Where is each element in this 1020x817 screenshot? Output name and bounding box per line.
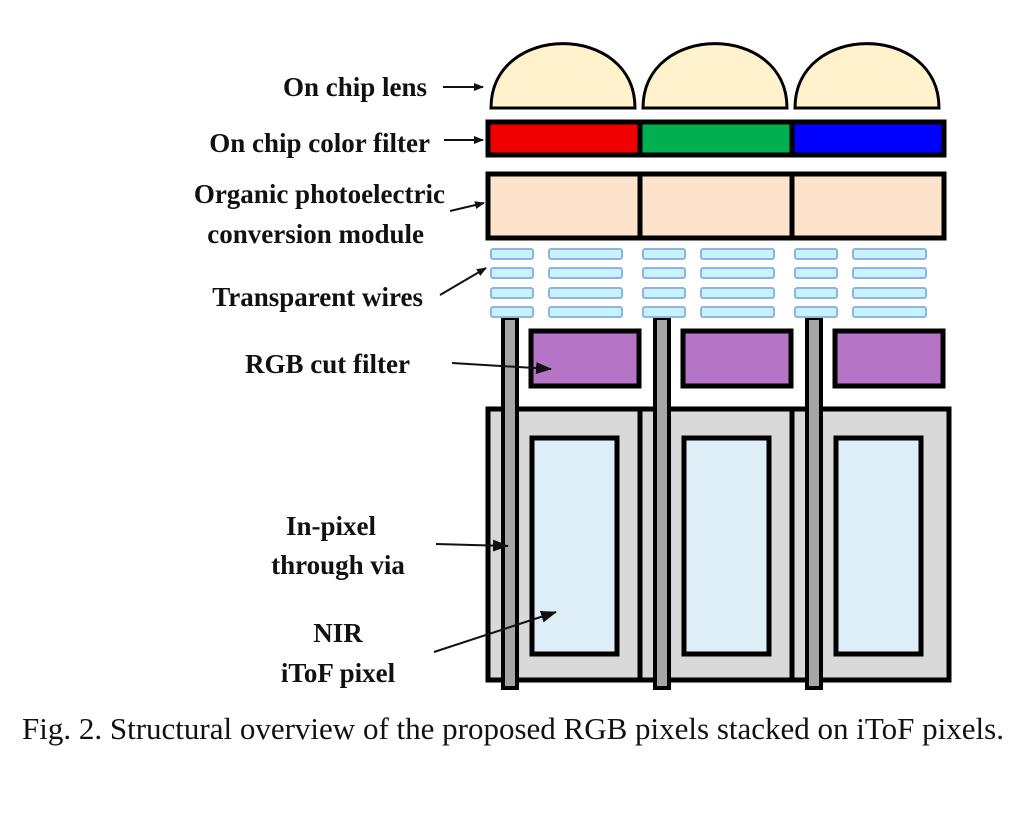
on-chip-lens-layer bbox=[489, 42, 941, 110]
on-chip-lens-g bbox=[641, 42, 789, 110]
rgb-cut-filter-g bbox=[680, 328, 794, 389]
wire-r-long-1 bbox=[548, 267, 623, 279]
label-organic-line2: conversion module bbox=[207, 219, 424, 249]
organic-conversion-layer bbox=[485, 171, 947, 241]
nir-photodiode-r bbox=[529, 435, 620, 657]
arrow-nir bbox=[433, 610, 557, 653]
color-filter-g bbox=[637, 119, 795, 158]
nir-photodiode-b bbox=[833, 435, 924, 657]
rgb-cut-filter-b bbox=[832, 328, 946, 389]
wire-b-long-2 bbox=[852, 287, 927, 299]
label-rgb-cut-filter: RGB cut filter bbox=[245, 349, 410, 379]
wire-g-short-3 bbox=[642, 306, 686, 318]
through-via-g bbox=[653, 316, 671, 690]
wire-r-long-0 bbox=[548, 248, 623, 260]
label-nir-line2: iToF pixel bbox=[281, 658, 396, 688]
label-color-filter: On chip color filter bbox=[209, 128, 430, 158]
wire-b-long-3 bbox=[852, 306, 927, 318]
arrow-organic bbox=[449, 201, 485, 212]
wire-b-short-1 bbox=[794, 267, 838, 279]
wire-b-long-1 bbox=[852, 267, 927, 279]
through-via-r bbox=[501, 316, 519, 690]
wire-g-long-1 bbox=[700, 267, 775, 279]
wire-g-long-0 bbox=[700, 248, 775, 260]
wire-g-long-3 bbox=[700, 306, 775, 318]
rgb-cut-filter-r bbox=[528, 328, 642, 389]
label-via-line2: through via bbox=[271, 550, 405, 580]
wire-b-short-0 bbox=[794, 248, 838, 260]
itof-pixel-layer bbox=[485, 406, 952, 683]
organic-module-b bbox=[789, 171, 947, 241]
wire-g-short-0 bbox=[642, 248, 686, 260]
label-transparent-wires: Transparent wires bbox=[212, 282, 423, 312]
through-via-b bbox=[805, 316, 823, 690]
wire-r-long-2 bbox=[548, 287, 623, 299]
organic-module-r bbox=[485, 171, 643, 241]
wire-b-long-0 bbox=[852, 248, 927, 260]
wire-r-short-1 bbox=[490, 267, 534, 279]
arrow-wires bbox=[439, 267, 487, 296]
wire-g-long-2 bbox=[700, 287, 775, 299]
wire-b-short-2 bbox=[794, 287, 838, 299]
through-via-layer bbox=[501, 316, 823, 690]
label-via-line1: In-pixel bbox=[286, 511, 377, 541]
arrow-cut-filter bbox=[451, 362, 552, 375]
wire-g-short-2 bbox=[642, 287, 686, 299]
wire-g-short-1 bbox=[642, 267, 686, 279]
on-chip-lens-b bbox=[793, 42, 941, 110]
color-filter-layer bbox=[485, 119, 947, 158]
transparent-wire-layer bbox=[490, 248, 927, 318]
wire-r-short-2 bbox=[490, 287, 534, 299]
rgb-cut-filter-layer bbox=[528, 328, 946, 389]
label-organic-line1: Organic photoelectric bbox=[194, 179, 445, 209]
on-chip-lens-r bbox=[489, 42, 637, 110]
arrow-via bbox=[435, 539, 509, 552]
wire-r-short-3 bbox=[490, 306, 534, 318]
nir-photodiode-g bbox=[681, 435, 772, 657]
organic-module-g bbox=[637, 171, 795, 241]
label-nir-line1: NIR bbox=[313, 618, 363, 648]
figure-caption: Fig. 2. Structural overview of the propo… bbox=[22, 711, 1004, 746]
wire-r-short-0 bbox=[490, 248, 534, 260]
color-filter-b bbox=[789, 119, 947, 158]
wire-b-short-3 bbox=[794, 306, 838, 318]
wire-r-long-3 bbox=[548, 306, 623, 318]
color-filter-r bbox=[485, 119, 643, 158]
label-on-chip-lens: On chip lens bbox=[283, 72, 427, 102]
